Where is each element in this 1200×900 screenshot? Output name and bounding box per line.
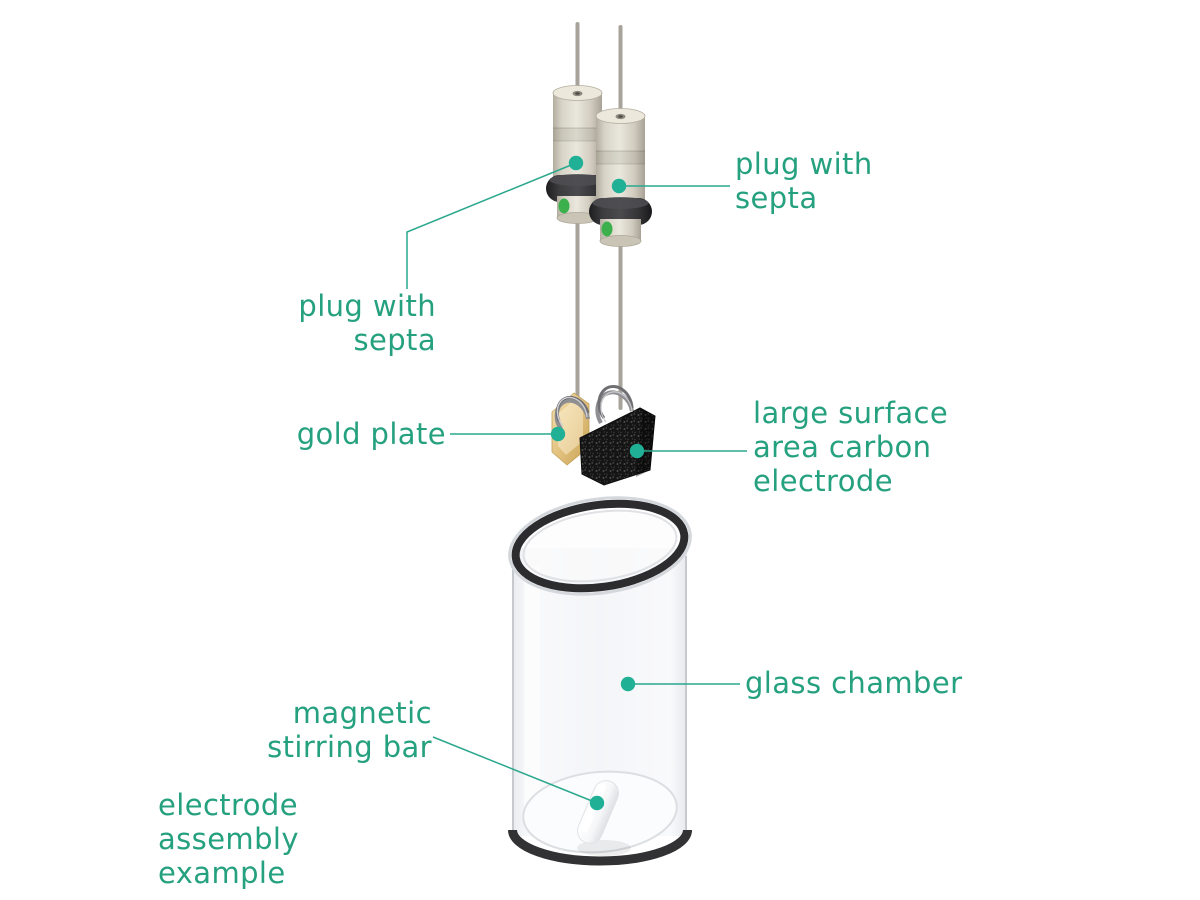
chamber-bottom-rim — [508, 829, 692, 866]
anchor-dot-carbon — [629, 443, 645, 459]
diagram-caption: electrode assembly example — [158, 788, 299, 890]
anchor-dots — [550, 155, 645, 811]
anchor-dot-gold-plate — [550, 426, 566, 442]
label-plug-with-septa-right: plug with septa — [735, 147, 873, 215]
septa-port-dot — [558, 198, 570, 214]
label-carbon-electrode: large surface area carbon electrode — [753, 396, 949, 498]
anchor-dot-plug-left — [568, 155, 584, 171]
anchor-dot-plug-right — [611, 178, 627, 194]
leader-stirring-bar — [432, 736, 598, 804]
glass-chamber-shape — [508, 496, 692, 866]
anchor-dot-glass-chamber — [620, 676, 636, 692]
chamber-top-rim — [508, 496, 692, 596]
plug-with-septa-right — [589, 108, 652, 247]
carbon-electrode-shape — [579, 384, 656, 486]
label-plug-with-septa-left: plug with septa — [298, 289, 436, 357]
label-gold-plate: gold plate — [296, 417, 446, 451]
plug-with-septa-left — [546, 85, 609, 224]
electrode-wires — [575, 22, 623, 410]
label-magnetic-stirring-bar: magnetic stirring bar — [267, 696, 432, 764]
label-glass-chamber: glass chamber — [745, 666, 963, 700]
leader-lines — [406, 162, 747, 804]
leader-plug-left — [406, 162, 577, 289]
anchor-dot-stirring-bar — [589, 795, 605, 811]
gold-plate-shape — [551, 392, 590, 466]
septa-port-dot — [601, 221, 613, 237]
